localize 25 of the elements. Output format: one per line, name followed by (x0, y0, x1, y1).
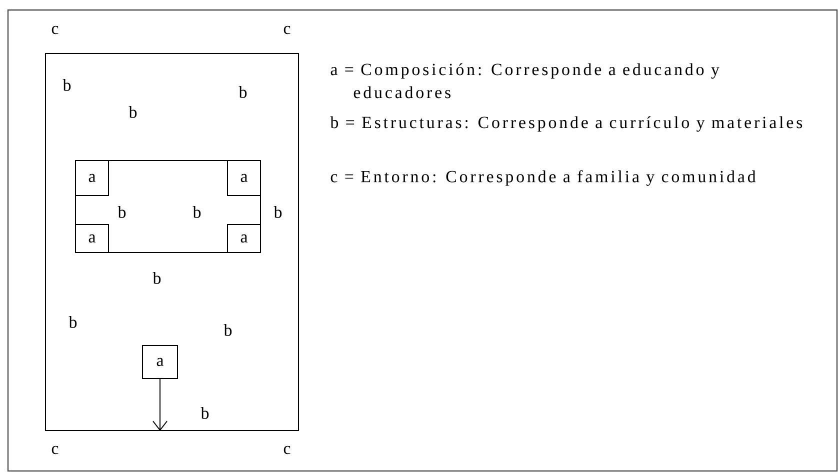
letter-label: b (200, 407, 209, 419)
letter-label: b (128, 106, 137, 118)
frame-rectangle (45, 53, 299, 431)
definition-text: c = Entorno: Corresponde a familia y comunidad (330, 170, 756, 186)
letter-box: a (142, 345, 178, 379)
letter-label: b (192, 206, 201, 218)
letter-label: c (52, 26, 58, 34)
definition-text: a = Composición: Corresponde a educando y educadores (330, 63, 720, 98)
letter-box: a (75, 224, 109, 253)
letter-label: b (152, 272, 161, 284)
letter-label: c (52, 446, 58, 454)
letter-label: b (68, 316, 77, 328)
definition-text: b = Estructuras: Corresponde a currículo y materiales (330, 116, 802, 132)
letter-label: c (284, 26, 290, 34)
letter-box: a (227, 160, 261, 196)
letter-label: b (238, 86, 247, 98)
letter-label: b (118, 206, 126, 218)
letter-label: b (224, 324, 232, 336)
letter-label: b (62, 79, 71, 91)
letter-box: a (227, 224, 261, 253)
inner-rectangle (75, 160, 261, 253)
letter-box: a (75, 160, 109, 196)
letter-label: c (284, 446, 290, 454)
letter-label: b (274, 206, 282, 218)
arrow (152, 378, 168, 431)
